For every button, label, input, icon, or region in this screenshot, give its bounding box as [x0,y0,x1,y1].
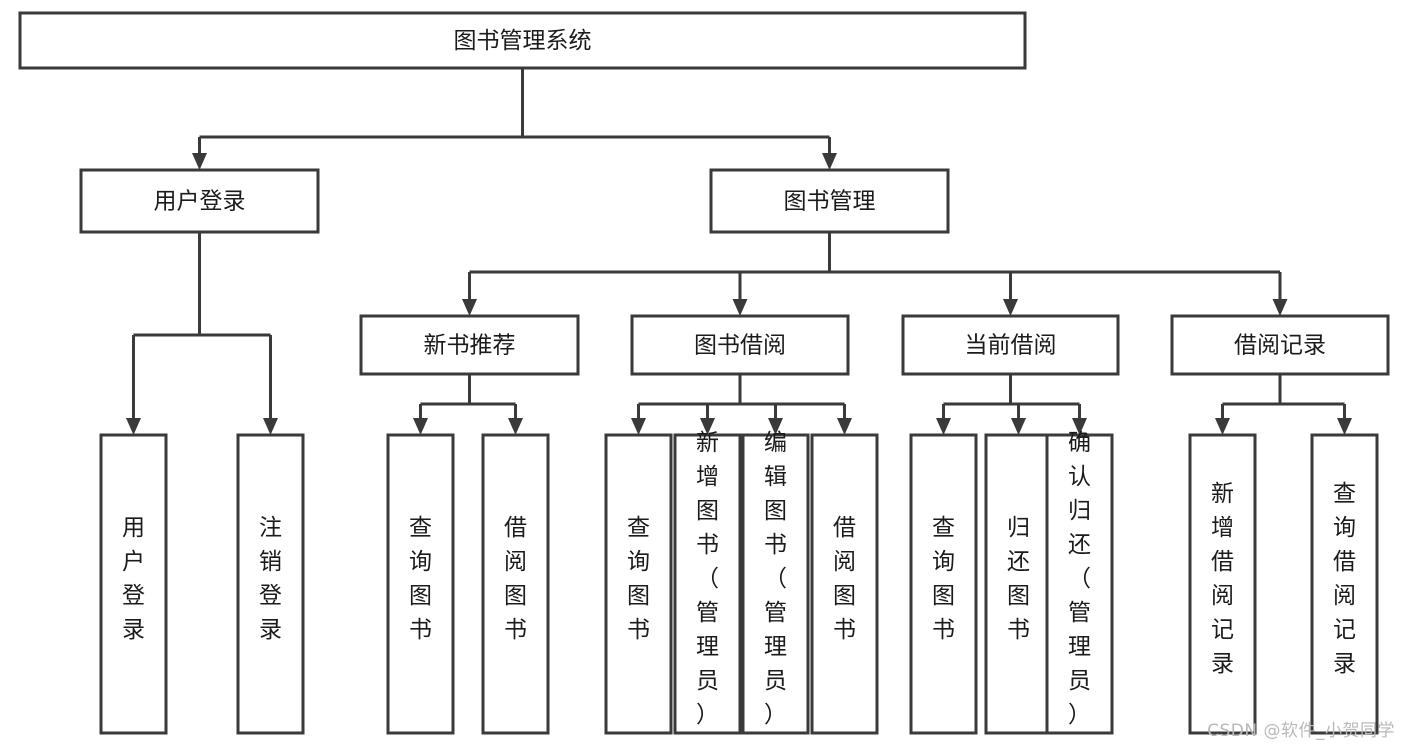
node-user-login[interactable]: 用户登录 [79,168,320,234]
node-label: 查询图书 [932,515,955,643]
node-box [741,433,810,735]
node-label: 新增图书（管理员） [696,430,719,728]
node-leaf-logout[interactable]: 注销登录 [236,433,305,735]
node-leaf-query-book-1[interactable]: 查询图书 [386,433,455,735]
node-leaf-add-book[interactable]: 新增图书（管理员） [673,430,742,735]
node-label: 编辑图书（管理员） [764,430,787,728]
node-box [630,314,850,376]
node-box [1310,433,1379,735]
node-box [901,314,1120,376]
connector-new_book_rec [413,374,523,435]
node-leaf-query-book-3[interactable]: 查询图书 [909,433,978,735]
connector-layer [126,68,1352,435]
node-new-book-rec[interactable]: 新书推荐 [359,314,580,376]
connector-user_login [126,232,278,435]
node-leaf-return-book[interactable]: 归还图书 [984,433,1053,735]
connector-book_borrow [631,374,852,435]
node-box [359,314,580,376]
node-box [810,433,879,735]
node-label: 查询图书 [627,515,650,643]
node-label: 注销登录 [259,515,282,643]
node-leaf-edit-book[interactable]: 编辑图书（管理员） [741,430,810,735]
node-label: 当前借阅 [965,333,1057,359]
node-borrow-record[interactable]: 借阅记录 [1170,314,1390,376]
node-label: 图书借阅 [694,333,786,359]
node-leaf-borrow-book-2[interactable]: 借阅图书 [810,433,879,735]
node-leaf-user-login[interactable]: 用户登录 [99,433,168,735]
node-box [604,433,673,735]
connector-current_borrow [936,374,1087,435]
node-leaf-add-record[interactable]: 新增借阅记录 [1188,433,1257,735]
node-box [1045,433,1114,735]
node-box [673,433,742,735]
node-box [386,433,455,735]
node-box [481,433,550,735]
node-label: 图书管理 [784,189,876,215]
node-label: 新书推荐 [424,333,516,359]
node-root[interactable]: 图书管理系统 [18,11,1027,70]
node-leaf-confirm-return[interactable]: 确认归还（管理员） [1045,430,1114,735]
node-current-borrow[interactable]: 当前借阅 [901,314,1120,376]
node-book-manage[interactable]: 图书管理 [709,168,950,234]
csdn-watermark: CSDN @软件_小贺同学 [1207,721,1395,741]
node-label: 借阅图书 [504,515,527,643]
node-label: 归还图书 [1007,515,1030,643]
node-label: 用户登录 [122,515,145,643]
node-box [236,433,305,735]
node-label: 图书管理系统 [454,28,592,54]
connector-book_manage [462,232,1288,316]
node-label: 用户登录 [154,189,246,215]
node-box [909,433,978,735]
node-leaf-query-record[interactable]: 查询借阅记录 [1310,433,1379,735]
node-label: 查询图书 [409,515,432,643]
node-box [79,168,320,234]
node-label: 借阅记录 [1234,333,1326,359]
node-leaf-query-book-2[interactable]: 查询图书 [604,433,673,735]
node-book-borrow[interactable]: 图书借阅 [630,314,850,376]
node-label: 查询借阅记录 [1333,481,1356,677]
node-label: 借阅图书 [833,515,856,643]
node-box [99,433,168,735]
node-box [18,11,1027,70]
node-box [709,168,950,234]
node-label: 确认归还（管理员） [1068,430,1091,728]
connector-root [192,68,837,170]
node-layer: 图书管理系统用户登录图书管理新书推荐图书借阅当前借阅借阅记录用户登录注销登录查询… [18,11,1390,735]
node-box [984,433,1053,735]
node-label: 新增借阅记录 [1211,481,1234,677]
node-box [1188,433,1257,735]
connector-borrow_record [1215,374,1352,435]
node-box [1170,314,1390,376]
node-leaf-borrow-book-1[interactable]: 借阅图书 [481,433,550,735]
